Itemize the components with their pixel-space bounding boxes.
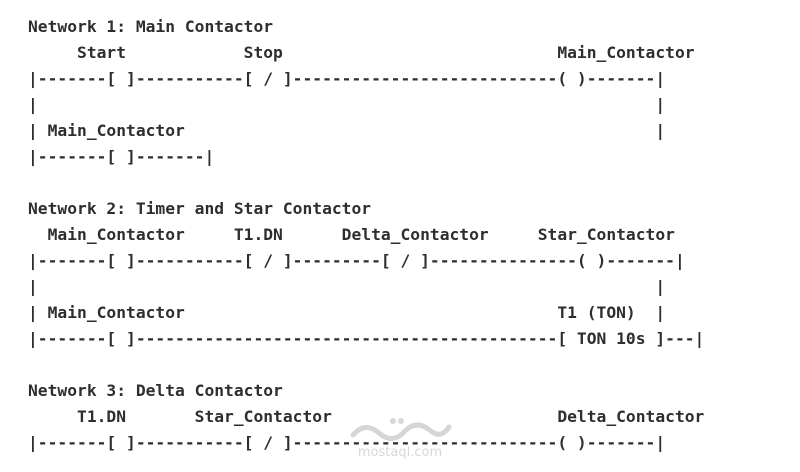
ladder-code-block: Network 1: Main Contactor Start Stop Mai… xyxy=(28,14,704,456)
network-1-labels: Start Stop Main_Contactor xyxy=(28,43,695,62)
watermark-text: mostaql.com xyxy=(357,445,443,460)
network-1-branch: |-------[ ]-------| xyxy=(28,147,215,166)
network-1-rung: |-------[ ]-----------[ / ]-------------… xyxy=(28,69,666,88)
network-3-labels: T1.DN Star_Contactor Delta_Contactor xyxy=(28,407,705,426)
network-2-rail: | | xyxy=(28,277,666,296)
watermark: mostaql.com xyxy=(340,415,460,465)
network-1-rail: | | xyxy=(28,95,666,114)
network-2-rung: |-------[ ]-----------[ / ]---------[ / … xyxy=(28,251,685,270)
network-3-rung: |-------[ ]-----------[ / ]-------------… xyxy=(28,433,666,452)
network-2-title: Network 2: Timer and Star Contactor xyxy=(28,199,372,218)
mostaql-logo-icon xyxy=(350,418,452,441)
network-2-branch-label: | Main_Contactor T1 (TON) | xyxy=(28,303,666,322)
blank-line xyxy=(28,170,704,196)
blank-line xyxy=(28,352,704,378)
network-2-branch: |-------[ ]-----------------------------… xyxy=(28,329,705,348)
network-3-title: Network 3: Delta Contactor xyxy=(28,381,283,400)
network-2-labels: Main_Contactor T1.DN Delta_Contactor Sta… xyxy=(28,225,675,244)
network-1-title: Network 1: Main Contactor xyxy=(28,17,274,36)
network-1-branch-label: | Main_Contactor | xyxy=(28,121,666,140)
